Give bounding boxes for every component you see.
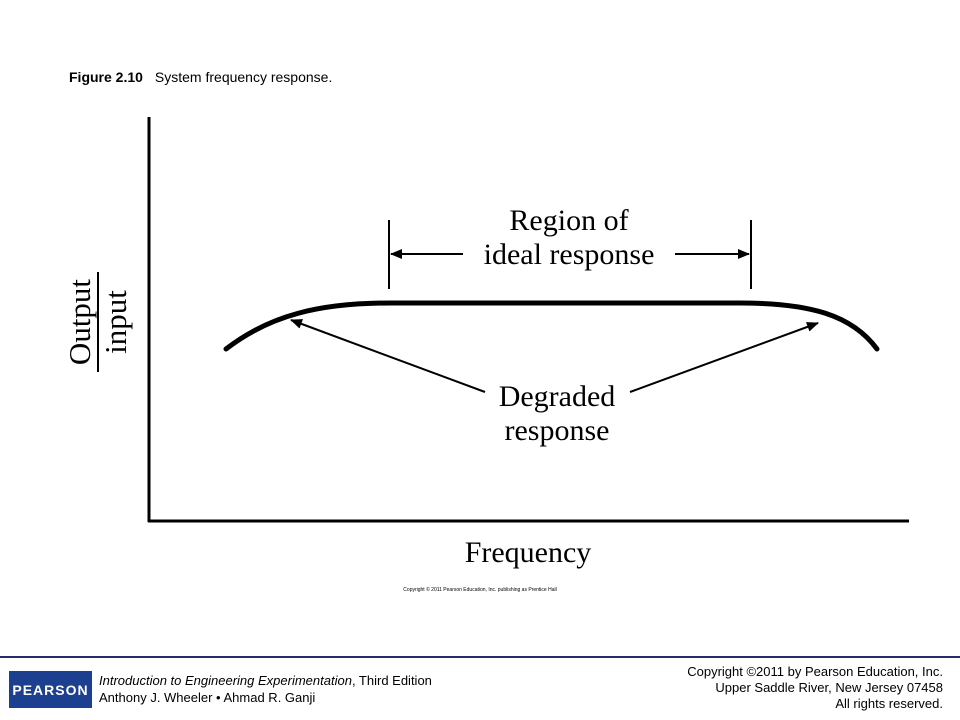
book-title: Introduction to Engineering Experimentat… <box>99 673 352 688</box>
degraded-label-line1: Degraded <box>499 380 616 413</box>
book-citation: Introduction to Engineering Experimentat… <box>99 672 432 706</box>
ideal-region-label-line1: Region of <box>509 204 628 237</box>
ideal-region-label-line2: ideal response <box>484 238 655 271</box>
copyright-line-1: Copyright ©2011 by Pearson Education, In… <box>687 664 943 679</box>
y-axis-label-denominator: input <box>98 290 133 354</box>
book-authors: Anthony J. Wheeler • Ahmad R. Ganji <box>99 690 316 705</box>
book-title-line: Introduction to Engineering Experimentat… <box>99 672 432 689</box>
figure-caption: Figure 2.10 System frequency response. <box>69 69 332 85</box>
copyright-notice: Copyright ©2011 by Pearson Education, In… <box>687 664 943 712</box>
y-axis-label-numerator: Output <box>62 279 97 366</box>
copyright-line-3: All rights reserved. <box>835 696 943 711</box>
response-curve <box>223 300 880 352</box>
degraded-left-arrow <box>290 319 486 393</box>
figure-caption-text: System frequency response. <box>154 69 333 85</box>
degraded-label-line2: response <box>505 414 610 447</box>
y-axis-label: Output input <box>62 272 133 372</box>
degraded-right-arrow <box>629 322 819 393</box>
figure-copyright-note: Copyright © 2011 Pearson Education, Inc.… <box>403 586 556 593</box>
book-edition: , Third Edition <box>351 673 432 688</box>
pearson-logo-text: PEARSON <box>12 681 89 698</box>
pearson-logo: PEARSON <box>9 671 92 708</box>
footer-divider <box>0 656 960 658</box>
frequency-response-diagram: Output input Frequency Region of ideal r… <box>62 117 909 593</box>
copyright-line-2: Upper Saddle River, New Jersey 07458 <box>715 680 943 695</box>
x-axis-label: Frequency <box>465 536 592 569</box>
figure-number: Figure 2.10 <box>69 69 143 85</box>
